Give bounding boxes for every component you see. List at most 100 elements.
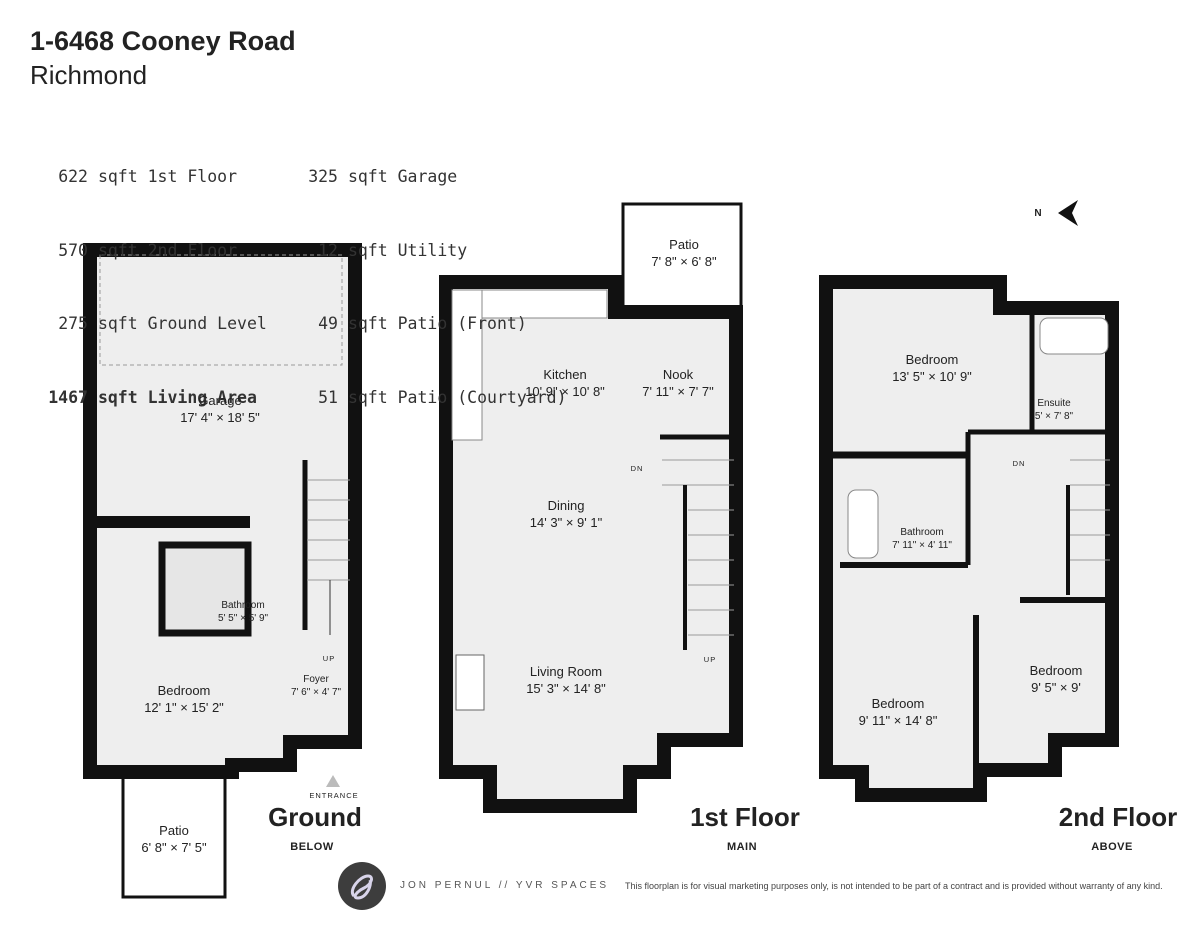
room-dimensions: 7' 11" × 4' 11": [892, 540, 952, 551]
room-dimensions: 13' 5" × 10' 9": [892, 369, 972, 384]
brand-logo: [338, 862, 386, 910]
room-label-bathroom: Bathroom 7' 11" × 4' 11": [892, 526, 952, 552]
area-unit: sqft: [347, 387, 388, 407]
area-value: 325: [308, 167, 338, 186]
stairs-up-label: UP: [322, 654, 336, 663]
room-name: Bedroom: [871, 696, 925, 711]
room-dimensions: 7' 6" × 4' 7": [290, 687, 342, 698]
room-name: Nook: [662, 367, 694, 382]
ground-stairs: [307, 479, 350, 635]
area-unit: sqft: [97, 387, 138, 407]
room-name: Patio: [669, 237, 699, 252]
room-name: Dining: [547, 498, 585, 513]
area-value: 49: [318, 314, 338, 333]
room-label-foyer: Foyer 7' 6" × 4' 7": [291, 673, 341, 699]
room-label-patio-courtyard: Patio 7' 8" × 6' 8": [651, 236, 716, 270]
area-row: 622 sqft 1st Floor: [40, 165, 290, 190]
room-name: Garage: [198, 393, 242, 408]
area-value: 12: [318, 240, 338, 260]
room-label-living-room: Living Room 15' 3" × 14' 8": [526, 663, 606, 697]
area-unit: sqft: [347, 314, 388, 333]
area-row: 49 sqft Patio (Front): [298, 312, 598, 337]
area-label: Patio (Front): [397, 314, 527, 333]
floor-subtitle-second: ABOVE: [1091, 841, 1133, 853]
bathtub: [1039, 317, 1109, 355]
area-row: 275 sqft Ground Level: [40, 312, 290, 337]
compass-arrow-icon: [1058, 200, 1078, 226]
area-row: 325 sqft Garage: [298, 165, 598, 190]
room-label-nook: Nook 7' 11" × 7' 7": [642, 366, 713, 400]
entrance-label: ENTRANCE: [309, 791, 359, 800]
room-name: Kitchen: [543, 367, 587, 382]
room-name: Living Room: [529, 664, 603, 679]
room-name: Bedroom: [157, 683, 211, 698]
room-label-dining: Dining 14' 3" × 9' 1": [530, 497, 602, 531]
area-row: 12 sqft Utility: [298, 239, 598, 264]
room-dimensions: 12' 1" × 15' 2": [144, 700, 224, 715]
stairs-up-label: UP: [703, 655, 717, 664]
property-address: 1-6468 Cooney Road: [30, 26, 296, 56]
first-floor-stairs: [662, 459, 734, 650]
compass-north-label: N: [1034, 208, 1042, 219]
room-dimensions: 9' 5" × 9': [1031, 680, 1081, 695]
room-name: Bathroom: [221, 600, 265, 611]
stairs-down-label: DN: [1012, 459, 1026, 468]
room-label-garage: Garage 17' 4" × 18' 5": [180, 392, 260, 426]
bathtub: [847, 489, 879, 559]
room-dimensions: 7' 8" × 6' 8": [651, 254, 717, 269]
area-unit: sqft: [97, 167, 138, 186]
room-dimensions: 10' 9" × 10' 8": [525, 384, 605, 399]
area-label: 1st Floor: [147, 167, 238, 186]
room-name: Foyer: [303, 674, 329, 685]
area-value: 275: [58, 314, 88, 333]
room-dimensions: 7' 11" × 7' 7": [642, 384, 714, 399]
room-label-patio-front: Patio 6' 8" × 7' 5": [141, 822, 206, 856]
property-city: Richmond: [30, 60, 148, 90]
room-label-bedroom: Bedroom 12' 1" × 15' 2": [144, 682, 224, 716]
room-dimensions: 5' × 7' 8": [1034, 411, 1074, 422]
area-value: 622: [58, 167, 88, 186]
entrance-arrow-icon: [326, 775, 340, 787]
area-label: 2nd Floor: [147, 240, 238, 260]
room-dimensions: 6' 8" × 7' 5": [141, 840, 207, 855]
room-name: Ensuite: [1037, 398, 1071, 409]
room-name: Patio: [159, 823, 189, 838]
floor-title-first: 1st Floor: [690, 802, 800, 832]
area-unit: sqft: [97, 314, 138, 333]
floor-subtitle-first: MAIN: [726, 841, 758, 853]
area-value: 1467: [48, 387, 88, 407]
area-unit: sqft: [347, 167, 388, 186]
area-value: 51: [318, 387, 338, 407]
room-label-kitchen: Kitchen 10' 9" × 10' 8": [525, 366, 605, 400]
floor-subtitle-ground: BELOW: [290, 841, 334, 853]
area-label: Utility: [397, 240, 468, 260]
second-floor-stairs: [1066, 459, 1110, 595]
room-dimensions: 5' 5" × 5' 9": [217, 613, 269, 624]
area-summary-left: 622 sqft 1st Floor 570 sqft 2nd Floor 27…: [40, 116, 290, 435]
disclaimer: This floorplan is for visual marketing p…: [625, 881, 1163, 891]
logo-swirl-icon: [351, 874, 373, 900]
room-label-bathroom: Bathroom 5' 5" × 5' 9": [218, 599, 268, 625]
area-label: Garage: [397, 167, 458, 186]
area-unit: sqft: [97, 240, 138, 260]
room-name: Bedroom: [1029, 663, 1083, 678]
stairs-down-label: DN: [630, 464, 644, 473]
area-row: 570 sqft 2nd Floor: [40, 239, 290, 264]
room-dimensions: 9' 11" × 14' 8": [858, 713, 938, 728]
room-label-ensuite: Ensuite 5' × 7' 8": [1035, 397, 1073, 423]
room-name: Bathroom: [900, 527, 944, 538]
room-label-bedroom-3: Bedroom 9' 11" × 14' 8": [859, 695, 938, 729]
room-dimensions: 17' 4" × 18' 5": [180, 410, 260, 425]
room-dimensions: 14' 3" × 9' 1": [529, 515, 603, 530]
area-value: 570: [58, 240, 88, 260]
floor-title-ground: Ground: [268, 802, 362, 832]
floor-title-second: 2nd Floor: [1058, 802, 1178, 832]
area-label: Ground Level: [147, 314, 267, 333]
room-label-bedroom-primary: Bedroom 13' 5" × 10' 9": [892, 351, 972, 385]
area-unit: sqft: [347, 240, 388, 260]
room-label-bedroom-2: Bedroom 9' 5" × 9': [1030, 662, 1083, 696]
room-dimensions: 15' 3" × 14' 8": [526, 681, 606, 696]
room-name: Bedroom: [905, 352, 959, 367]
brand-name: JON PERNUL // YVR SPACES: [400, 880, 610, 891]
fireplace: [455, 654, 485, 711]
